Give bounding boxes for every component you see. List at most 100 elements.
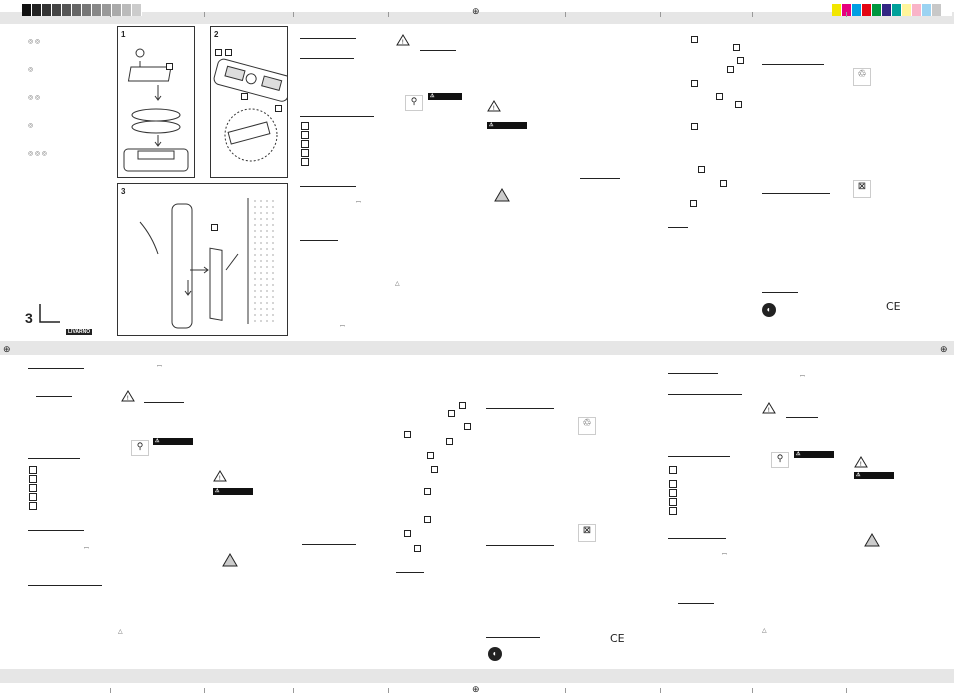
list-number-box (301, 131, 309, 139)
heading-rule (486, 637, 540, 638)
list-number-box (669, 480, 677, 488)
callout-box (215, 49, 222, 56)
color-swatch (852, 4, 862, 16)
color-swatch (72, 4, 82, 16)
corner-mark (39, 304, 60, 323)
color-swatch (892, 4, 902, 16)
color-swatch (52, 4, 62, 16)
crop-tick (388, 12, 389, 17)
danger-label: ⚠ (153, 438, 193, 445)
list-number-box (29, 466, 37, 474)
color-swatch (82, 4, 92, 16)
list-number-box (29, 502, 37, 510)
crop-tick (293, 12, 294, 17)
figure-1-panel: 1 (117, 26, 195, 178)
bottom-band (0, 669, 954, 683)
heading-rule (300, 38, 356, 39)
heading-rule (300, 58, 354, 59)
child-hazard-icon: ⚲ (771, 452, 789, 468)
flag-icon-group: ◎ (28, 67, 34, 73)
color-swatch (92, 4, 102, 16)
small-warning-icon: △ (395, 281, 400, 287)
callout-box (404, 530, 411, 537)
crop-tick (293, 688, 294, 693)
heading-rule (580, 178, 620, 179)
color-swatch (32, 4, 42, 16)
list-number-box (669, 507, 677, 515)
list-number-box (301, 122, 309, 130)
svg-text:!: ! (493, 106, 495, 112)
crop-tick (752, 688, 753, 693)
list-number-box (301, 158, 309, 166)
warning-triangle-icon: ! (854, 456, 868, 468)
gray-swatch-strip (22, 4, 142, 16)
callout-box (720, 180, 727, 187)
crop-tick (846, 688, 847, 693)
color-swatch (882, 4, 892, 16)
wall-dots (252, 198, 276, 324)
heading-rule (420, 50, 456, 51)
callout-box (735, 101, 742, 108)
glyph: ꟷ (340, 324, 345, 330)
color-swatch (22, 4, 32, 16)
heading-rule (668, 394, 742, 395)
heading-rule (486, 408, 554, 409)
warning-triangle-icon: ! (396, 34, 410, 46)
figure-number: 1 (121, 30, 126, 39)
svg-text:!: ! (860, 462, 862, 468)
callout-box (275, 105, 282, 112)
crossed-out-bin-icon: ⊠ (853, 180, 871, 198)
glyph: ꟷ (356, 200, 361, 206)
callout-box (691, 123, 698, 130)
registration-mark: ⊕ (472, 6, 480, 16)
danger-triangle-icon (494, 188, 510, 202)
crop-tick (565, 688, 566, 693)
heading-rule (28, 530, 84, 531)
callout-box (414, 545, 421, 552)
callout-box (691, 80, 698, 87)
color-swatch (942, 4, 952, 16)
color-swatch (842, 4, 852, 16)
color-swatch (62, 4, 72, 16)
callout-box (448, 410, 455, 417)
heading-rule (300, 186, 356, 187)
list-number-box (301, 149, 309, 157)
color-swatch (872, 4, 882, 16)
crop-tick (752, 12, 753, 17)
child-hazard-icon: ⚲ (405, 95, 423, 111)
callout-box (716, 93, 723, 100)
middle-band (0, 341, 954, 355)
callout-box (166, 63, 173, 70)
svg-text:!: ! (768, 408, 770, 414)
color-swatch (122, 4, 132, 16)
color-swatch (832, 4, 842, 16)
callout-box (459, 402, 466, 409)
list-number-box (29, 475, 37, 483)
flag-icon-group: ◎ ◎ (28, 39, 41, 45)
color-swatch (102, 4, 112, 16)
crop-tick (565, 12, 566, 17)
callout-box (737, 57, 744, 64)
heading-rule (28, 458, 80, 459)
heading-rule (786, 417, 818, 418)
callout-box (431, 466, 438, 473)
callout-box (241, 93, 248, 100)
remote-diagram (213, 58, 287, 162)
heading-rule (762, 193, 830, 194)
flag-icon-group: ◎ ◎ ◎ (28, 151, 48, 157)
color-swatch (132, 4, 142, 16)
heading-rule (762, 64, 824, 65)
color-swatch (922, 4, 932, 16)
small-warning-icon: △ (118, 629, 123, 635)
color-swatch (862, 4, 872, 16)
crop-tick (660, 12, 661, 17)
danger-label: ⚠ (428, 93, 462, 100)
callout-box (427, 452, 434, 459)
list-number-box (669, 498, 677, 506)
heading-rule (28, 368, 84, 369)
heading-rule (302, 544, 356, 545)
top-band (0, 12, 954, 24)
callout-box (727, 66, 734, 73)
heading-rule (678, 603, 714, 604)
warning-label: ⚠ (854, 472, 894, 479)
